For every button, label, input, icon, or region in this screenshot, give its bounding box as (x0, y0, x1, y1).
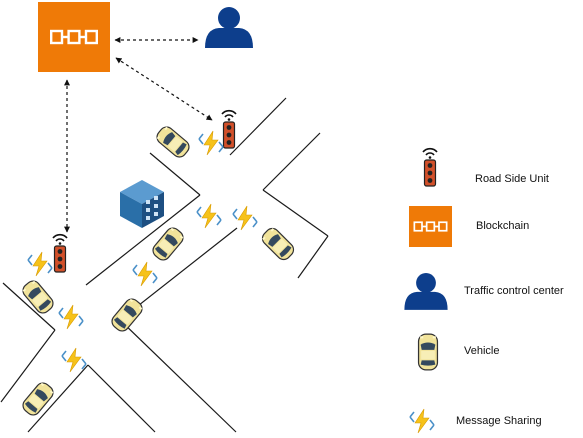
legend-blockchain-icon (409, 206, 452, 247)
lightning-icon (61, 347, 87, 373)
road-network (0, 97, 329, 433)
building-icon (120, 180, 164, 228)
legend-message-icon (409, 408, 435, 434)
car-icon (108, 295, 146, 335)
lightning-icon (132, 261, 158, 287)
lightning-icon (58, 304, 84, 330)
legend-person-icon (404, 273, 448, 310)
traffic-light-icon (221, 109, 237, 149)
lightning-icon (196, 203, 222, 229)
traffic-light-icon (52, 233, 68, 273)
legend-rsu-icon (422, 147, 438, 187)
legend (404, 147, 452, 434)
car-icon (259, 225, 297, 263)
legend-label-traffic-control-center: Traffic control center (464, 285, 564, 297)
legend-label-road-side-unit: Road Side Unit (475, 173, 549, 185)
lightning-icon (27, 251, 53, 277)
legend-label-blockchain: Blockchain (476, 220, 530, 232)
lightning-icon (232, 205, 258, 231)
legend-label-message-sharing: Message Sharing (456, 415, 542, 427)
blockchain-icon (38, 2, 110, 72)
car-icon (19, 379, 57, 419)
legend-label-vehicle: Vehicle (464, 345, 500, 357)
legend-car-icon (417, 333, 439, 371)
car-icon (19, 277, 57, 317)
car-icon (153, 123, 193, 161)
lightning-icon (198, 130, 224, 156)
person-icon (205, 7, 253, 48)
communication-links (64, 37, 213, 233)
